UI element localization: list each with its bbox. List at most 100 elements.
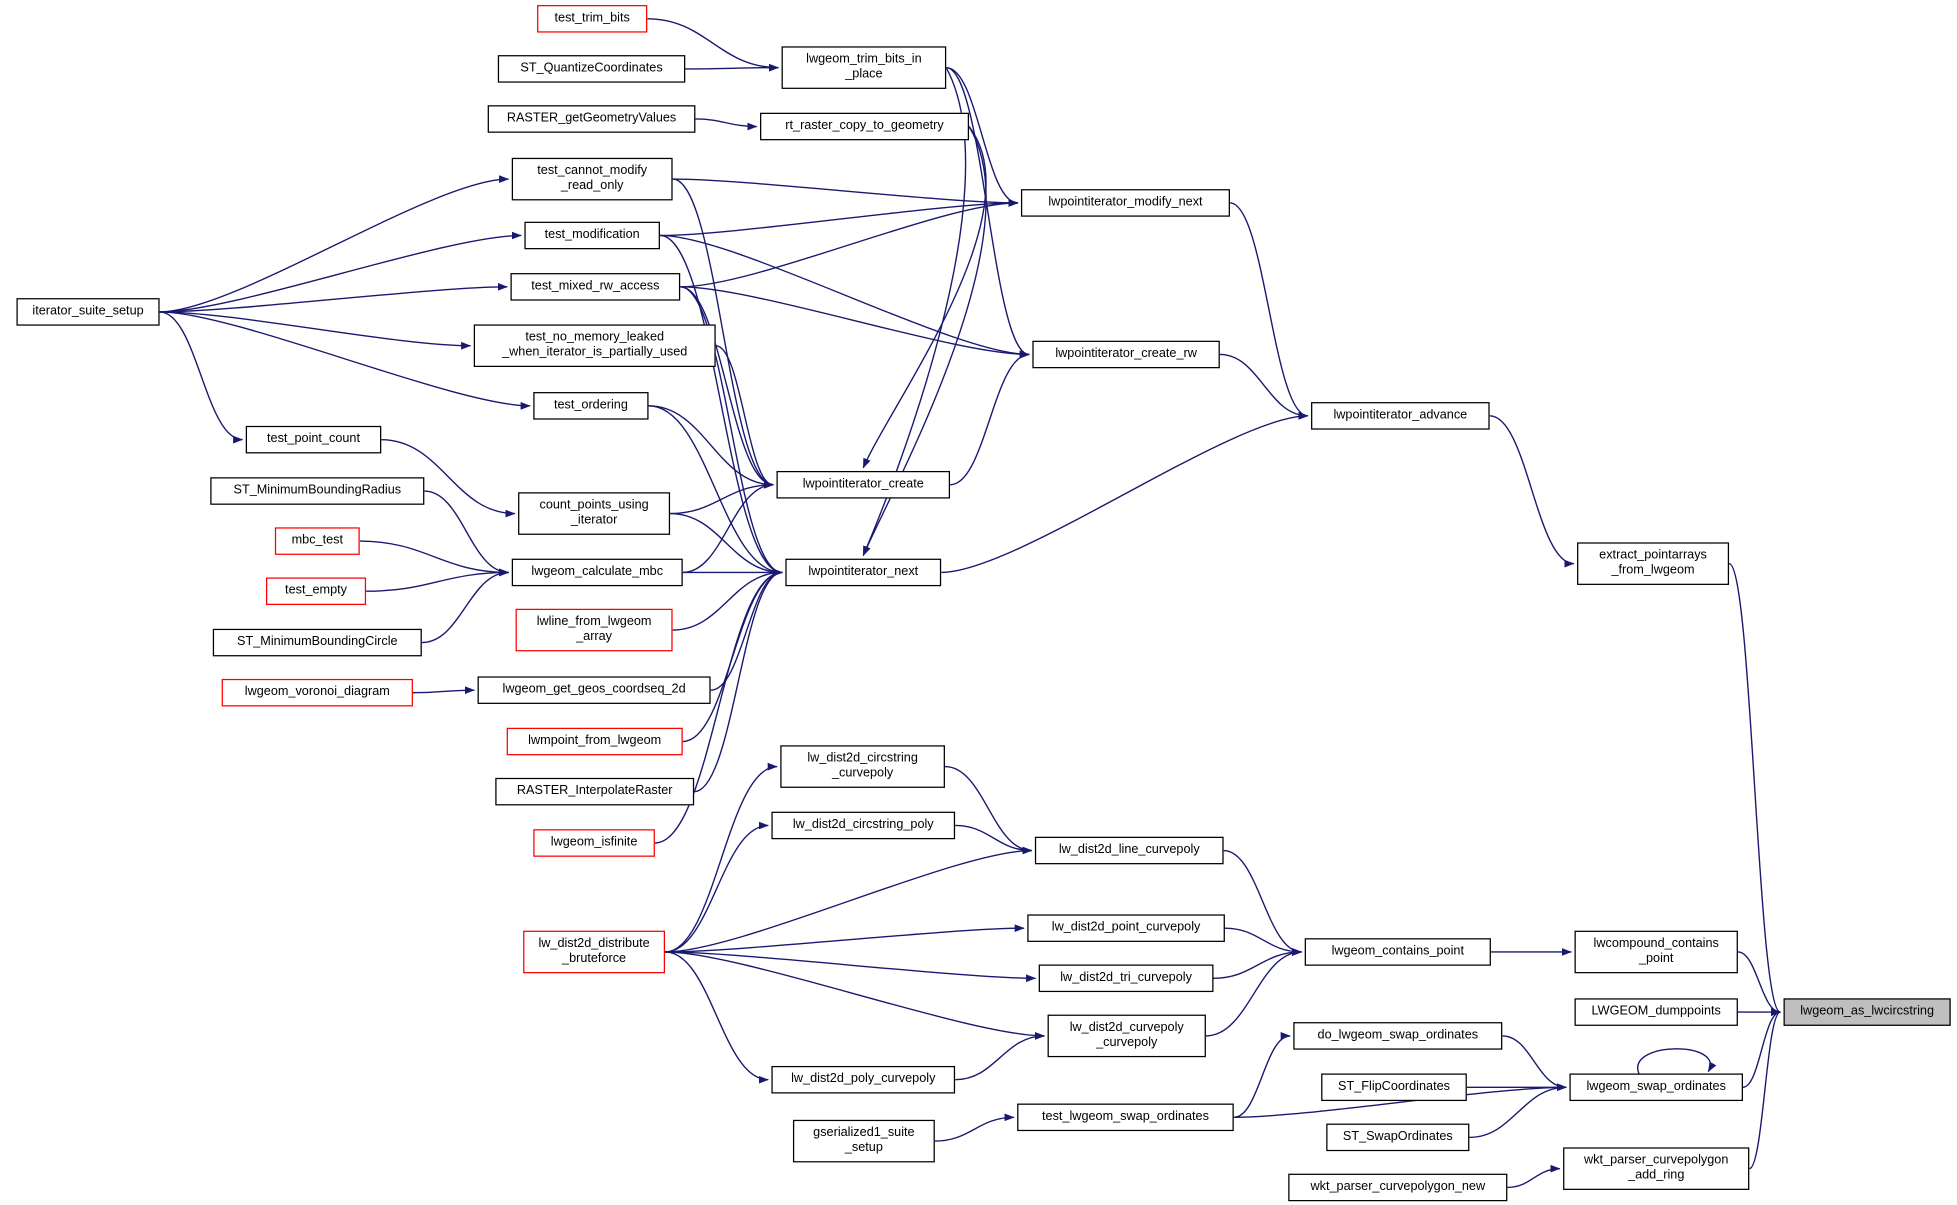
edge-lwgeom_calculate_mbc-to-lwpointiterator_create — [682, 480, 774, 574]
node-lwgeom_contains_point[interactable]: lwgeom_contains_point — [1304, 938, 1491, 966]
edge-test_mixed_rw_access-to-lwpointiterator_create_rw — [680, 286, 1030, 359]
node-test_mixed_rw_access[interactable]: test_mixed_rw_access — [510, 273, 681, 301]
edge-gserialized1_suite_setup-to-test_lwgeom_swap_ordinates — [934, 1113, 1015, 1142]
edge-lwpointiterator_create_rw-to-lwpointiterator_advance — [1219, 353, 1309, 420]
edge-iterator_suite_setup-to-test_cannot_modify_read_only — [159, 175, 510, 313]
edge-test_modification-to-lwpointiterator_modify_next — [659, 199, 1019, 237]
node-ST_QuantizeCoordinates[interactable]: ST_QuantizeCoordinates — [497, 55, 686, 83]
node-lwpointiterator_create_rw[interactable]: lwpointiterator_create_rw — [1032, 340, 1220, 369]
edge-test_ordering-to-lwpointiterator_next — [648, 405, 783, 577]
edge-test_no_memory_leaked-to-lwpointiterator_create — [715, 345, 774, 489]
edge-lw_dist2d_point_curvepoly-to-lwgeom_contains_point — [1224, 927, 1303, 956]
node-gserialized1_suite_setup[interactable]: gserialized1_suite _setup — [792, 1119, 935, 1163]
node-lwcompound_contains_point[interactable]: lwcompound_contains _point — [1574, 930, 1738, 974]
node-iterator_suite_setup[interactable]: iterator_suite_setup — [16, 298, 160, 326]
edge-lwgeom_voronoi_diagram-to-lwgeom_get_geos_coordseq_2d — [412, 686, 475, 695]
node-RASTER_InterpolateRaster[interactable]: RASTER_InterpolateRaster — [495, 777, 695, 806]
edge-test_lwgeom_swap_ordinates-to-do_lwgeom_swap_ordinates — [1233, 1032, 1291, 1119]
node-mbc_test[interactable]: mbc_test — [274, 527, 360, 555]
edge-lwmpoint_from_lwgeom-to-lwpointiterator_next — [682, 568, 783, 743]
edge-test_mixed_rw_access-to-lwpointiterator_modify_next — [680, 199, 1019, 288]
node-test_modification[interactable]: test_modification — [524, 221, 660, 250]
node-lw_dist2d_point_curvepoly[interactable]: lw_dist2d_point_curvepoly — [1027, 914, 1225, 942]
node-lw_dist2d_curvepoly_curvepoly[interactable]: lw_dist2d_curvepoly _curvepoly — [1047, 1014, 1206, 1058]
edge-test_mixed_rw_access-to-lwpointiterator_create — [680, 286, 774, 489]
node-test_lwgeom_swap_ordinates[interactable]: test_lwgeom_swap_ordinates — [1017, 1103, 1234, 1132]
node-lw_dist2d_poly_curvepoly[interactable]: lw_dist2d_poly_curvepoly — [771, 1065, 956, 1094]
node-wkt_parser_curvepolygon_add_ring[interactable]: wkt_parser_curvepolygon _add_ring — [1563, 1147, 1750, 1190]
edge-wkt_parser_curvepolygon_add_ring-to-lwgeom_as_lwcircstring — [1748, 1008, 1782, 1170]
edge-lw_dist2d_poly_curvepoly-to-lw_dist2d_curvepoly_curvepoly — [955, 1032, 1045, 1081]
node-lwline_from_lwgeom_array[interactable]: lwline_from_lwgeom _array — [515, 608, 673, 652]
edge-test_cannot_modify_read_only-to-lwpointiterator_modify_next — [672, 178, 1019, 207]
node-lw_dist2d_distribute_bruteforce[interactable]: lw_dist2d_distribute _bruteforce — [523, 930, 666, 974]
node-ST_SwapOrdinates[interactable]: ST_SwapOrdinates — [1326, 1123, 1470, 1152]
node-test_no_memory_leaked[interactable]: test_no_memory_leaked _when_iterator_is_… — [473, 324, 716, 368]
node-lwgeom_swap_ordinates[interactable]: lwgeom_swap_ordinates — [1569, 1073, 1743, 1102]
node-lwgeom_isfinite[interactable]: lwgeom_isfinite — [533, 829, 655, 857]
node-lwgeom_get_geos_coordseq_2d[interactable]: lwgeom_get_geos_coordseq_2d — [477, 676, 711, 704]
node-lwgeom_calculate_mbc[interactable]: lwgeom_calculate_mbc — [511, 558, 683, 587]
node-lwgeom_voronoi_diagram[interactable]: lwgeom_voronoi_diagram — [221, 678, 413, 707]
edge-lw_dist2d_distribute_bruteforce-to-lw_dist2d_circstring_poly — [665, 821, 769, 953]
edge-RASTER_getGeometryValues-to-rt_raster_copy_to_geometry — [695, 118, 758, 131]
node-lwpointiterator_advance[interactable]: lwpointiterator_advance — [1311, 402, 1490, 430]
edge-test_ordering-to-lwpointiterator_create — [648, 405, 774, 489]
edge-lw_dist2d_circstring_poly-to-lw_dist2d_line_curvepoly — [955, 824, 1033, 855]
edge-lwgeom_swap_ordinates-to-lwgeom_as_lwcircstring — [1742, 1008, 1781, 1088]
edge-ST_MinimumBoundingRadius-to-lwgeom_calculate_mbc — [424, 490, 510, 577]
edge-lw_dist2d_distribute_bruteforce-to-lw_dist2d_poly_curvepoly — [665, 951, 769, 1084]
edge-ST_MinimumBoundingCircle-to-lwgeom_calculate_mbc — [421, 568, 510, 644]
edge-lwpointiterator_modify_next-to-lwpointiterator_advance — [1229, 202, 1309, 420]
node-test_point_count[interactable]: test_point_count — [245, 425, 382, 454]
node-ST_FlipCoordinates[interactable]: ST_FlipCoordinates — [1321, 1073, 1467, 1102]
edge-lwcompound_contains_point-to-lwgeom_as_lwcircstring — [1737, 951, 1781, 1016]
edge-ST_SwapOrdinates-to-lwgeom_swap_ordinates — [1469, 1083, 1567, 1139]
edge-lwline_from_lwgeom_array-to-lwpointiterator_next — [672, 568, 783, 631]
node-lwpointiterator_next[interactable]: lwpointiterator_next — [785, 558, 942, 587]
node-lwpointiterator_modify_next[interactable]: lwpointiterator_modify_next — [1020, 189, 1230, 217]
node-test_ordering[interactable]: test_ordering — [533, 392, 649, 420]
node-ST_MinimumBoundingRadius[interactable]: ST_MinimumBoundingRadius — [210, 477, 425, 505]
edge-mbc_test-to-lwgeom_calculate_mbc — [359, 540, 510, 577]
node-lwgeom_trim_bits_in_place[interactable]: lwgeom_trim_bits_in _place — [781, 46, 947, 89]
edge-lw_dist2d_line_curvepoly-to-lwgeom_contains_point — [1223, 849, 1303, 956]
edge-iterator_suite_setup-to-test_modification — [159, 231, 522, 313]
edge-lwpointiterator_next-to-lwpointiterator_advance — [941, 412, 1309, 574]
node-lwmpoint_from_lwgeom[interactable]: lwmpoint_from_lwgeom — [506, 727, 683, 756]
edge-lwpointiterator_create-to-lwpointiterator_create_rw — [949, 350, 1030, 486]
node-lwpointiterator_create[interactable]: lwpointiterator_create — [776, 470, 951, 499]
edge-ST_QuantizeCoordinates-to-lwgeom_trim_bits_in_place — [685, 63, 779, 72]
node-test_trim_bits[interactable]: test_trim_bits — [537, 5, 648, 33]
node-test_empty[interactable]: test_empty — [266, 577, 367, 606]
node-extract_pointarrays_from_lwgeom[interactable]: extract_pointarrays _from_lwgeom — [1577, 542, 1730, 585]
edge-lwgeom_get_geos_coordseq_2d-to-lwpointiterator_next — [710, 568, 783, 691]
edge-rt_raster_copy_to_geometry-to-lwpointiterator_create — [862, 126, 987, 469]
edge-count_points_using_iterator-to-lwpointiterator_next — [670, 512, 783, 577]
node-count_points_using_iterator[interactable]: count_points_using _iterator — [518, 492, 671, 535]
edge-iterator_suite_setup-to-test_no_memory_leaked — [159, 311, 472, 350]
edge-lwgeom_swap_ordinates-to-lwgeom_swap_ordinates — [1637, 1048, 1717, 1074]
node-lw_dist2d_circstring_curvepoly[interactable]: lw_dist2d_circstring _curvepoly — [780, 745, 945, 788]
node-lw_dist2d_tri_curvepoly[interactable]: lw_dist2d_tri_curvepoly — [1038, 964, 1214, 993]
edge-iterator_suite_setup-to-test_mixed_rw_access — [159, 282, 508, 313]
node-test_cannot_modify_read_only[interactable]: test_cannot_modify _read_only — [511, 157, 673, 201]
edge-lw_dist2d_tri_curvepoly-to-lwgeom_contains_point — [1213, 948, 1303, 979]
node-wkt_parser_curvepolygon_new[interactable]: wkt_parser_curvepolygon_new — [1288, 1173, 1508, 1202]
edge-lw_dist2d_distribute_bruteforce-to-lw_dist2d_curvepoly_curvepoly — [665, 951, 1045, 1040]
node-lwgeom_as_lwcircstring[interactable]: lwgeom_as_lwcircstring — [1783, 998, 1951, 1026]
edge-lw_dist2d_circstring_curvepoly-to-lw_dist2d_line_curvepoly — [944, 765, 1033, 855]
node-rt_raster_copy_to_geometry[interactable]: rt_raster_copy_to_geometry — [760, 112, 970, 141]
edge-do_lwgeom_swap_ordinates-to-lwgeom_swap_ordinates — [1502, 1035, 1567, 1092]
node-do_lwgeom_swap_ordinates[interactable]: do_lwgeom_swap_ordinates — [1293, 1022, 1503, 1050]
node-ST_MinimumBoundingCircle[interactable]: ST_MinimumBoundingCircle — [212, 628, 422, 657]
edge-test_empty-to-lwgeom_calculate_mbc — [366, 568, 510, 592]
edge-lwpointiterator_advance-to-extract_pointarrays_from_lwgeom — [1489, 415, 1575, 568]
edge-iterator_suite_setup-to-test_point_count — [159, 311, 244, 444]
node-RASTER_getGeometryValues[interactable]: RASTER_getGeometryValues — [487, 105, 696, 133]
node-lw_dist2d_line_curvepoly[interactable]: lw_dist2d_line_curvepoly — [1034, 836, 1224, 865]
edge-lw_dist2d_distribute_bruteforce-to-lw_dist2d_point_curvepoly — [665, 924, 1025, 953]
node-lw_dist2d_circstring_poly[interactable]: lw_dist2d_circstring_poly — [771, 811, 956, 840]
node-LWGEOM_dumppoints[interactable]: LWGEOM_dumppoints — [1574, 998, 1738, 1026]
